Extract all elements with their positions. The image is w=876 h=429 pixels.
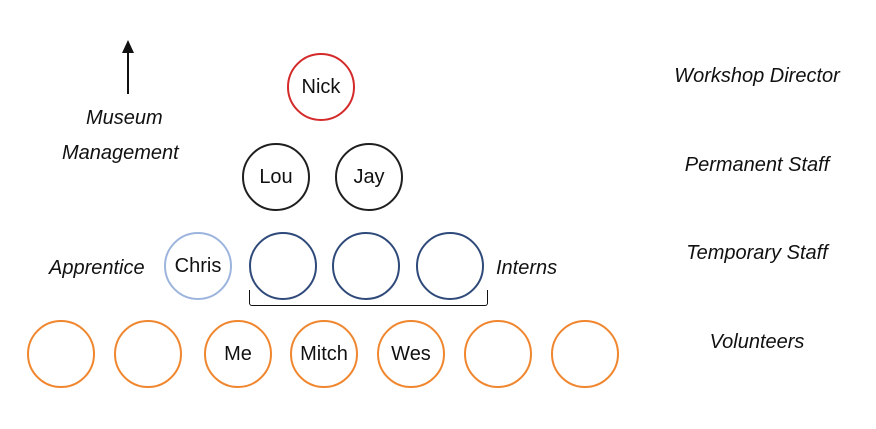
museum-management-label-line2: Management (62, 142, 179, 164)
permanent-staff-node: Lou (242, 143, 310, 211)
intern-node (249, 232, 317, 300)
tier-label-volunteers: Volunteers (709, 331, 805, 353)
tier-label-temporary: Temporary Staff (686, 242, 828, 264)
volunteer-node: Me (204, 320, 272, 388)
volunteer-node (114, 320, 182, 388)
volunteer-node: Mitch (290, 320, 358, 388)
volunteer-node: Wes (377, 320, 445, 388)
up-arrow-line (127, 52, 129, 94)
interns-label: Interns (496, 257, 558, 279)
tier-label-director: Workshop Director (674, 65, 840, 87)
museum-management-label-line1: Museum (86, 107, 163, 129)
apprentice-label: Apprentice (49, 257, 145, 279)
volunteer-node (27, 320, 95, 388)
intern-node (332, 232, 400, 300)
director-node: Nick (287, 53, 355, 121)
apprentice-node: Chris (164, 232, 232, 300)
up-arrow-head-icon (122, 40, 134, 53)
interns-bracket (249, 290, 488, 306)
volunteer-node (464, 320, 532, 388)
permanent-staff-node: Jay (335, 143, 403, 211)
intern-node (416, 232, 484, 300)
volunteer-node (551, 320, 619, 388)
tier-label-permanent: Permanent Staff (684, 154, 830, 176)
